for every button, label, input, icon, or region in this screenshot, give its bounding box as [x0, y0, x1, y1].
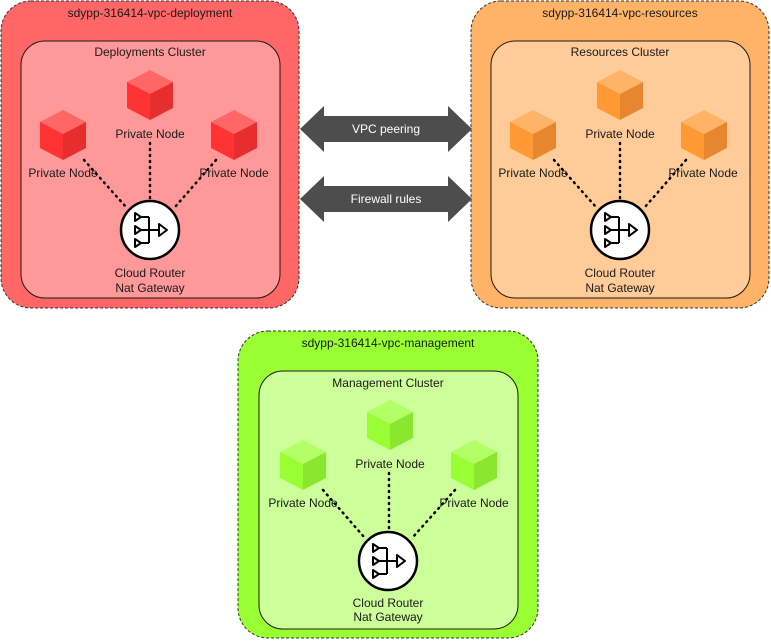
cube-icon	[367, 400, 413, 450]
cube-icon	[211, 110, 257, 160]
management-cluster-box	[258, 370, 519, 630]
router-icon	[119, 199, 181, 261]
cube-icon	[681, 110, 727, 160]
double-arrow-icon	[300, 176, 472, 222]
router-icon	[357, 530, 419, 592]
resources-cluster-title: Resources Cluster	[571, 45, 670, 59]
router-label: Nat Gateway	[585, 281, 654, 295]
deployments-cluster-title: Deployments Cluster	[94, 45, 205, 59]
vpc-resources-title: sdypp-316414-vpc-resources	[542, 6, 697, 20]
management-cluster-title: Management Cluster	[332, 376, 443, 390]
private-node-label: Private Node	[28, 166, 98, 180]
vpc-peering-label: VPC peering	[352, 122, 420, 136]
dotted-links	[82, 141, 218, 209]
deployments-cluster-box	[20, 40, 281, 299]
private-node-label: Private Node	[439, 496, 509, 510]
vpc-deployment-title: sdypp-316414-vpc-deployment	[68, 6, 233, 20]
cube-icon	[451, 440, 497, 490]
vpc-management-title: sdypp-316414-vpc-management	[302, 336, 475, 350]
private-node-label: Private Node	[498, 166, 568, 180]
cube-icon	[40, 110, 86, 160]
router-icon	[589, 199, 651, 261]
private-node-label: Private Node	[355, 457, 425, 471]
private-node-label: Private Node	[115, 127, 185, 141]
router-label: Nat Gateway	[353, 610, 422, 624]
vpc-management: sdypp-316414-vpc-management Management C…	[237, 330, 539, 639]
private-node-label: Private Node	[585, 127, 655, 141]
firewall-rules-label: Firewall rules	[351, 192, 422, 206]
router-label: Cloud Router	[353, 596, 424, 610]
cube-icon	[280, 440, 326, 490]
firewall-rules-arrow: Firewall rules	[300, 176, 472, 222]
router-label: Cloud Router	[115, 266, 186, 280]
router-label: Nat Gateway	[115, 281, 184, 295]
dotted-links	[321, 471, 457, 539]
resources-cluster-box	[490, 40, 751, 299]
cube-icon	[597, 70, 643, 120]
private-node-label: Private Node	[268, 496, 338, 510]
router-label: Cloud Router	[585, 266, 656, 280]
private-node-label: Private Node	[199, 166, 269, 180]
private-node-label: Private Node	[668, 166, 738, 180]
vpc-peering-arrow: VPC peering	[300, 106, 472, 152]
vpc-resources: sdypp-316414-vpc-resources Resources Clu…	[470, 0, 770, 309]
double-arrow-icon	[300, 106, 472, 152]
vpc-deployment: sdypp-316414-vpc-deployment Deployments …	[0, 0, 300, 309]
cube-icon	[127, 70, 173, 120]
dotted-links	[552, 141, 688, 209]
cube-icon	[510, 110, 556, 160]
